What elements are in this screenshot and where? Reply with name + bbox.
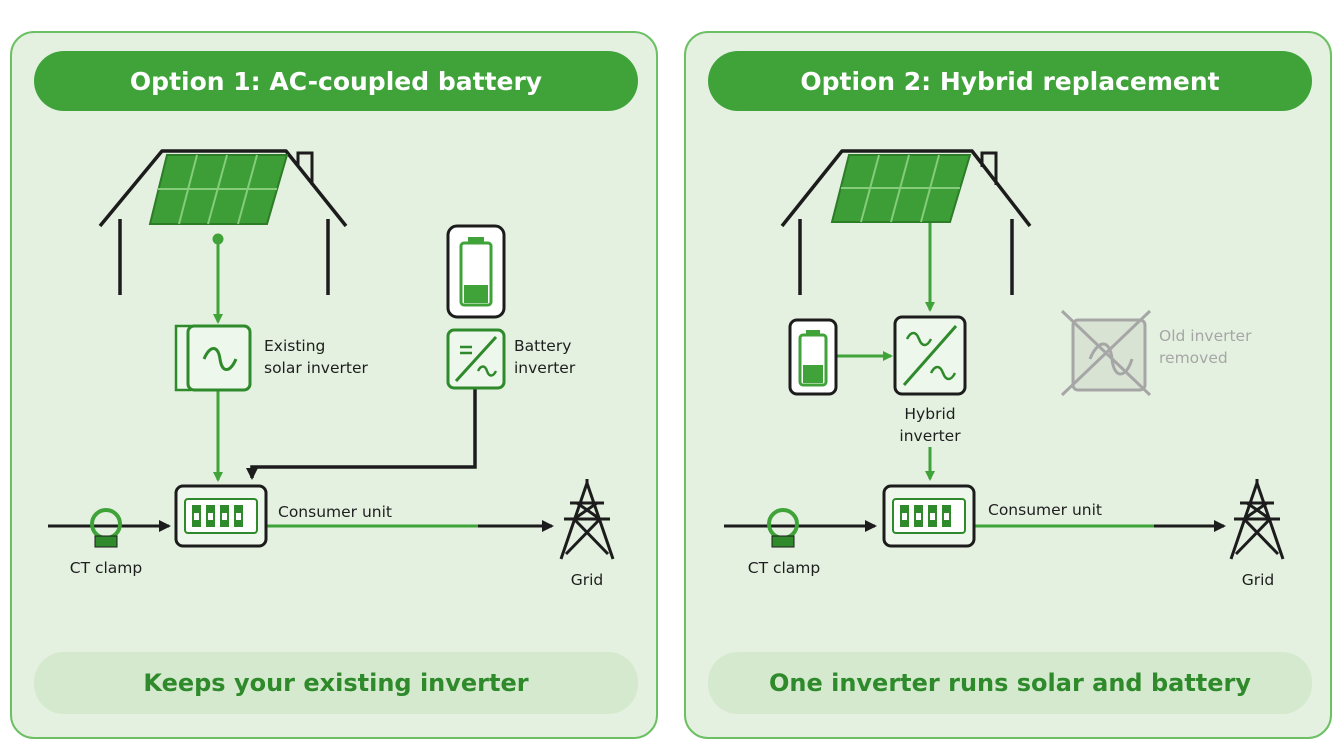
inverter-icon (174, 324, 252, 392)
battery-inverter-to-consumer-line (246, 389, 477, 480)
hybrid-inverter-label: Hybrid inverter (899, 405, 961, 445)
removed-inverter-icon (1060, 309, 1152, 397)
battery-inverter-label: Battery inverter (514, 337, 576, 377)
consumer-unit-icon (174, 484, 268, 548)
solar-panel-icon (830, 154, 972, 223)
house-icon (98, 149, 348, 295)
pylon-icon (1229, 479, 1285, 560)
pylon-icon (559, 479, 615, 560)
old-inverter-label: Old inverter removed (1159, 327, 1252, 367)
consumer-unit-label: Consumer unit (988, 501, 1102, 519)
solar-junction-dot (212, 233, 224, 245)
battery-icon (788, 318, 838, 396)
ct-clamp-label: CT clamp (747, 559, 821, 577)
house-icon (780, 149, 1032, 295)
ct-clamp-icon (90, 508, 122, 548)
ct-clamp-label: CT clamp (69, 559, 143, 577)
hybrid-inverter-icon (893, 315, 967, 396)
option-1-footer: Keeps your existing inverter (34, 652, 638, 714)
consumer-unit-icon (882, 484, 976, 548)
solar-panel-icon (148, 154, 289, 225)
option-1-header: Option 1: AC-coupled battery (34, 51, 638, 111)
ct-clamp-icon (767, 508, 799, 548)
battery-inverter-icon (446, 328, 506, 390)
solar-inverter-label: Existing solar inverter (264, 337, 368, 377)
grid-label: Grid (570, 571, 604, 589)
grid-label: Grid (1241, 571, 1275, 589)
option-2-header: Option 2: Hybrid replacement (708, 51, 1312, 111)
option-2-panel: Option 2: Hybrid replacement (684, 31, 1332, 739)
battery-icon (446, 224, 506, 319)
option-2-footer: One inverter runs solar and battery (708, 652, 1312, 714)
option-1-panel: Option 1: AC-coupled battery (10, 31, 658, 739)
consumer-unit-label: Consumer unit (278, 503, 392, 521)
